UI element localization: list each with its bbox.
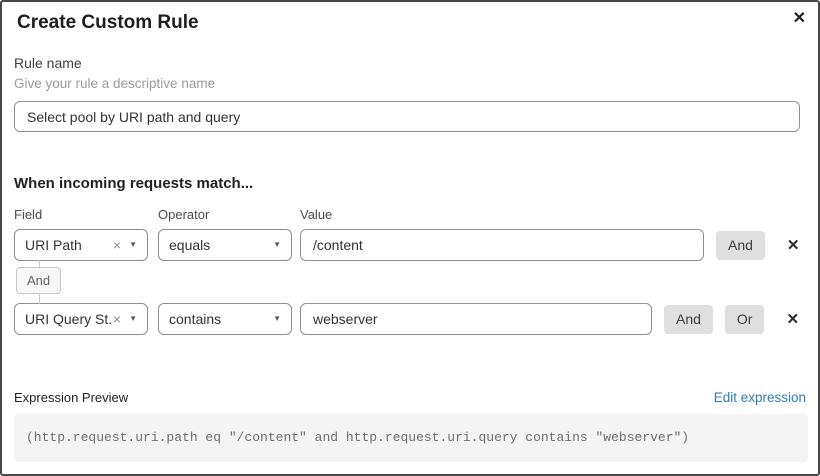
delete-row-icon[interactable]: ✕ xyxy=(786,236,800,254)
delete-row-icon[interactable]: ✕ xyxy=(786,310,800,328)
expression-preview-label: Expression Preview xyxy=(14,390,129,405)
field-select[interactable]: URI Query St... × ▼ xyxy=(14,303,148,335)
operator-select[interactable]: contains ▼ xyxy=(158,303,292,335)
and-button[interactable]: And xyxy=(664,304,713,334)
condition-column-labels: Field Operator Value xyxy=(14,207,806,222)
rule-name-label: Rule name xyxy=(14,55,82,71)
expression-preview-header: Expression Preview Edit expression xyxy=(14,390,806,405)
chevron-down-icon: ▼ xyxy=(273,240,281,249)
value-input[interactable] xyxy=(300,303,652,335)
edit-expression-link[interactable]: Edit expression xyxy=(713,390,806,405)
condition-row: URI Path × ▼ equals ▼ And ✕ xyxy=(14,229,806,261)
condition-row: URI Query St... × ▼ contains ▼ And Or ✕ xyxy=(14,303,806,335)
operator-select[interactable]: equals ▼ xyxy=(158,229,292,261)
rule-name-input[interactable] xyxy=(14,101,800,132)
chevron-down-icon: ▼ xyxy=(273,314,281,323)
field-select-value: URI Path xyxy=(25,237,82,253)
connector-and-badge: And xyxy=(16,267,62,294)
rule-name-helper-text: Give your rule a descriptive name xyxy=(14,76,216,91)
operator-select-value: contains xyxy=(169,311,222,327)
value-column-label: Value xyxy=(300,207,333,222)
chevron-down-icon: ▼ xyxy=(129,314,137,323)
clear-icon[interactable]: × xyxy=(112,311,122,327)
row-connector: And xyxy=(14,260,74,304)
operator-select-value: equals xyxy=(169,237,211,253)
dialog-title: Create Custom Rule xyxy=(17,12,199,33)
match-section-heading: When incoming requests match... xyxy=(14,175,254,192)
or-button[interactable]: Or xyxy=(724,304,765,334)
value-input[interactable] xyxy=(300,229,704,261)
and-button[interactable]: And xyxy=(716,230,765,260)
chevron-down-icon: ▼ xyxy=(129,240,137,249)
field-select[interactable]: URI Path × ▼ xyxy=(14,229,148,261)
field-column-label: Field xyxy=(14,207,43,222)
operator-column-label: Operator xyxy=(158,207,210,222)
close-icon[interactable]: ✕ xyxy=(789,7,810,31)
expression-code-block: (http.request.uri.path eq "/content" and… xyxy=(14,414,808,462)
field-select-value: URI Query St... xyxy=(25,311,113,327)
clear-icon[interactable]: × xyxy=(112,237,122,253)
